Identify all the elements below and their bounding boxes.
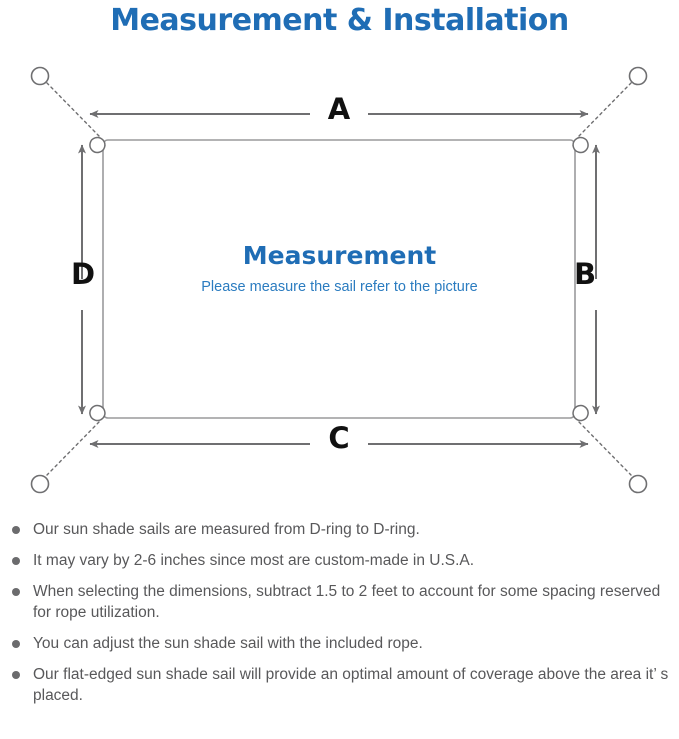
- sun-shade-sail-diagram: [30, 66, 648, 494]
- anchor-ring-icon-top-right: [628, 66, 648, 86]
- anchor-ring-icon-bottom-left: [30, 474, 50, 494]
- bullet-dot-icon: [12, 640, 20, 648]
- bullet-dot-icon: [12, 557, 20, 565]
- sail-center-title: Measurement: [242, 241, 437, 270]
- list-item-text: Our flat-edged sun shade sail will provi…: [33, 666, 669, 704]
- d-ring-icon-bottom-left: [89, 404, 106, 422]
- list-item-text: When selecting the dimensions, subtract …: [33, 583, 661, 621]
- dimension-label-c: C: [328, 421, 350, 455]
- list-item: You can adjust the sun shade sail with t…: [0, 633, 679, 654]
- list-item-text: It may vary by 2-6 inches since most are…: [33, 552, 475, 569]
- dotted-rope-line-top-right: [578, 82, 632, 137]
- dotted-rope-line-bottom-left: [46, 421, 100, 476]
- d-ring-icon-top-right: [572, 136, 589, 154]
- list-item: When selecting the dimensions, subtract …: [0, 581, 679, 623]
- bullet-dot-icon: [12, 671, 20, 679]
- list-item-text: Our sun shade sails are measured from D-…: [33, 521, 420, 538]
- list-item: Our flat-edged sun shade sail will provi…: [0, 664, 679, 706]
- notes-list: Our sun shade sails are measured from D-…: [0, 519, 679, 716]
- dotted-rope-line-top-left: [46, 82, 100, 137]
- dimension-label-a: A: [327, 92, 351, 126]
- sail-center-subtitle: Please measure the sail refer to the pic…: [201, 279, 478, 295]
- anchor-ring-icon-bottom-right: [628, 474, 648, 494]
- d-ring-icon-bottom-right: [572, 404, 589, 422]
- list-item: Our sun shade sails are measured from D-…: [0, 519, 679, 540]
- dimension-label-b: B: [573, 257, 597, 291]
- sail-rectangle: [102, 139, 576, 419]
- list-item: It may vary by 2-6 inches since most are…: [0, 550, 679, 571]
- dimension-label-d: D: [70, 257, 96, 291]
- anchor-ring-icon-top-left: [30, 66, 50, 86]
- d-ring-icon-top-left: [89, 136, 106, 154]
- dotted-rope-line-bottom-right: [578, 421, 632, 476]
- page-title: Measurement & Installation: [110, 3, 569, 38]
- bullet-dot-icon: [12, 588, 20, 596]
- list-item-text: You can adjust the sun shade sail with t…: [33, 635, 423, 652]
- bullet-dot-icon: [12, 526, 20, 534]
